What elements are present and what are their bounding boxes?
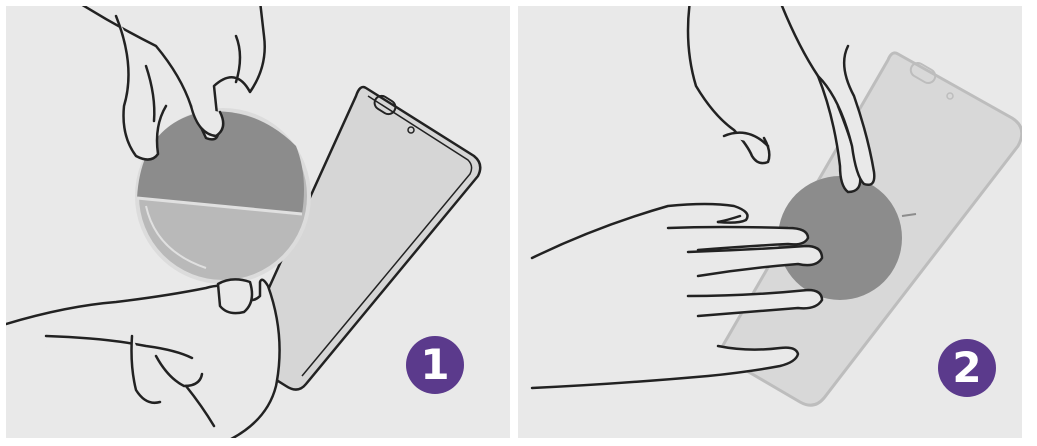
bottom-hand-outline bbox=[6, 279, 280, 438]
bottom-hand-outline bbox=[532, 204, 822, 388]
top-hand-outline bbox=[688, 6, 874, 192]
adhesive-disc bbox=[137, 110, 309, 282]
step-number-badge: 2 bbox=[938, 339, 996, 397]
step-1-panel: 1 bbox=[6, 6, 510, 438]
step-number-badge: 1 bbox=[406, 336, 464, 394]
step-2-panel: 2 bbox=[518, 6, 1022, 438]
